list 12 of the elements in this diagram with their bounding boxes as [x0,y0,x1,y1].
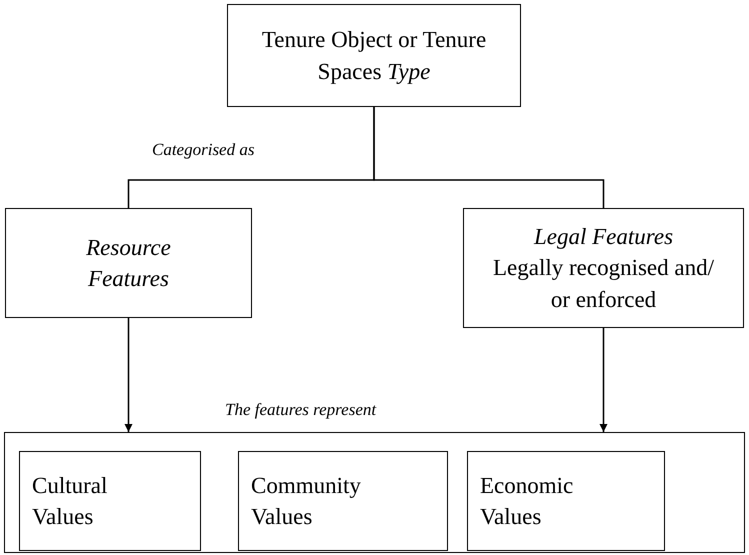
arrow [124,318,132,432]
group-box [4,432,745,553]
annotation-text: Categorised as [152,140,254,160]
connector-line [373,107,604,208]
arrow [600,328,608,432]
text-box: Community Values [238,451,448,551]
text-box: Cultural Values [19,451,201,551]
annotation-text: The features represent [225,400,376,420]
text-box: Tenure Object or Tenure Spaces Type [227,4,521,107]
text-box: Legal Features Legally recognised and/ or enforced [463,208,744,328]
text-box: Resource Features [5,208,252,318]
text-box: Economic Values [467,451,665,551]
